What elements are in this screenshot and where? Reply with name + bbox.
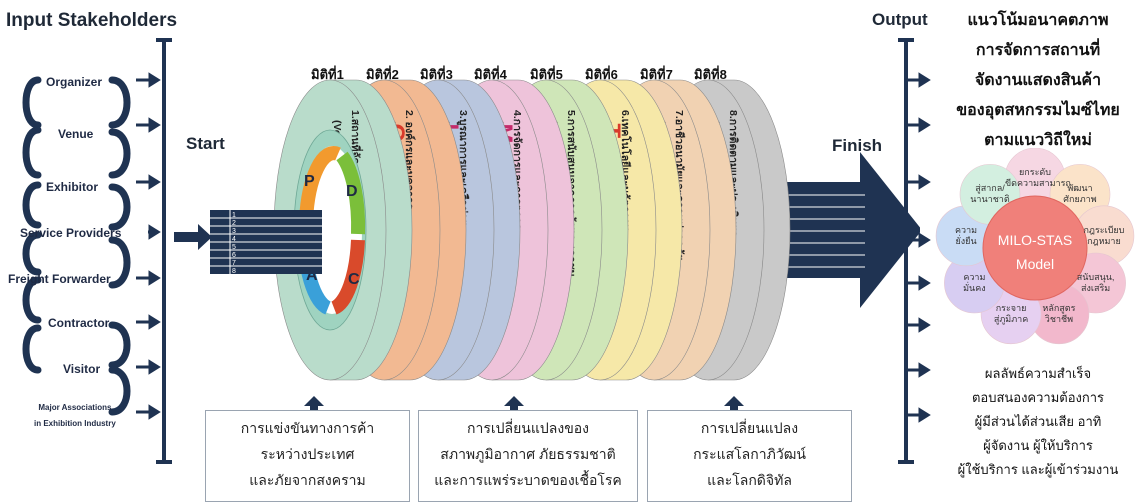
dimension-label-1: มิติที่1 bbox=[311, 67, 344, 82]
stakeholder-service-providers: Service Providers bbox=[20, 226, 122, 240]
pdca-letter-p: P bbox=[304, 173, 315, 190]
output-result-line-4: ผู้จัดงาน ผู้ให้บริการ bbox=[983, 438, 1093, 453]
factor-box-globalization-digital: การเปลี่ยนแปลงกระแสโลกาภิวัฒน์และโลกดิจิ… bbox=[647, 410, 852, 502]
dimension-label-2: มิติที่2 bbox=[366, 67, 399, 82]
model-center-circle bbox=[982, 195, 1088, 301]
output-title-line-5: ตามแนววิถีใหม่ bbox=[984, 132, 1092, 149]
tube-number-2: 2 bbox=[232, 220, 236, 227]
dimension-label-4: มิติที่4 bbox=[474, 67, 507, 82]
finish-arrow-icon bbox=[785, 152, 920, 308]
stakeholder-major-associations: Major Associations in Exhibition Industr… bbox=[34, 403, 116, 428]
tube-number-1: 1 bbox=[232, 212, 236, 219]
output-title-line-3: จัดงานแสดงสินค้า bbox=[974, 72, 1102, 89]
stakeholder-contractor: Contractor bbox=[48, 316, 110, 330]
model-petal-label-6: กระจายสู่ภูมิภาค bbox=[993, 302, 1029, 324]
finish-label: Finish bbox=[832, 136, 883, 155]
tube-number-6: 6 bbox=[232, 252, 236, 259]
model-petal-label-9: สู่สากล/นานาชาติ bbox=[970, 183, 1010, 205]
tube-number-4: 4 bbox=[232, 236, 236, 243]
milo-stas-model-flower bbox=[935, 148, 1135, 345]
output-title-line-1: แนวโน้มอนาคตภาพ bbox=[967, 12, 1109, 29]
tube-number-7: 7 bbox=[232, 260, 236, 267]
input-stakeholders-heading: Input Stakeholders bbox=[6, 10, 178, 31]
milo-stas-cylinder-diagram: 8.การติดตามและประเมินผล(Monitoring & EvA… bbox=[210, 79, 920, 381]
dimension-label-3: มิติที่3 bbox=[420, 67, 453, 82]
tube-number-3: 3 bbox=[232, 228, 236, 235]
pdca-letter-c: C bbox=[348, 271, 360, 288]
tube-number-5: 5 bbox=[232, 244, 236, 251]
model-petal-label-1: ยกระดับขีดความสามารถ bbox=[1005, 167, 1071, 188]
bottom-up-arrows bbox=[304, 396, 744, 412]
output-heading: Output bbox=[872, 10, 928, 29]
factor-box-climate-disease: การเปลี่ยนแปลงของสภาพภูมิอากาศ ภัยธรรมชา… bbox=[418, 410, 638, 502]
output-result-line-2: ตอบสนองความต้องการ bbox=[971, 390, 1105, 405]
stakeholder-venue: Venue bbox=[58, 127, 94, 141]
output-title-line-2: การจัดการสถานที่ bbox=[975, 42, 1101, 59]
output-result-line-1: ผลลัพธ์ความสำเร็จ bbox=[984, 366, 1092, 381]
tube-number-8: 8 bbox=[232, 268, 236, 275]
model-petal-label-8: ความยั่งยืน bbox=[955, 224, 978, 246]
model-petal-label-2: พัฒนาศักยภาพ bbox=[1063, 183, 1097, 205]
factor-box-trade-war: การแข่งขันทางการค้าระหว่างประเทศและภัยจา… bbox=[205, 410, 410, 502]
model-center-label: MILO-STAS Model bbox=[997, 232, 1073, 272]
stakeholder-freight-forwarder: Freight Forwarder bbox=[8, 272, 111, 286]
dimension-rings: 8.การติดตามและประเมินผล(Monitoring & EvA… bbox=[273, 79, 791, 381]
start-label: Start bbox=[186, 134, 225, 153]
output-title-line-4: ของอุตสหกรรมไมซ์ไทย bbox=[956, 102, 1120, 119]
stakeholder-organizer: Organizer bbox=[46, 75, 103, 89]
stakeholder-exhibitor: Exhibitor bbox=[46, 180, 99, 194]
output-bracket bbox=[898, 38, 931, 464]
pdca-letter-d: D bbox=[346, 183, 358, 200]
dimension-label-6: มิติที่6 bbox=[585, 67, 618, 82]
output-result-line-3: ผู้มีส่วนได้ส่วนเสีย อาทิ bbox=[974, 414, 1102, 429]
start-arrow-icon bbox=[174, 224, 212, 250]
stakeholder-connectors bbox=[22, 38, 172, 464]
dimension-label-7: มิติที่7 bbox=[640, 67, 673, 82]
model-petal-label-4: สนับสนุน,ส่งเสริม bbox=[1076, 272, 1115, 293]
model-petal-label-7: ความมั่นคง bbox=[963, 272, 986, 293]
output-result-line-5: ผู้ใช้บริการ และผู้เข้าร่วมงาน bbox=[957, 462, 1119, 477]
model-petal-label-5: หลักสูตรวิชาชีพ bbox=[1042, 302, 1076, 324]
dimension-label-8: มิติที่8 bbox=[694, 67, 727, 82]
stakeholder-visitor: Visitor bbox=[63, 362, 101, 376]
model-petal-label-3: กฎระเบียบกฎหมาย bbox=[1083, 224, 1125, 246]
dimension-label-5: มิติที่5 bbox=[530, 67, 563, 82]
